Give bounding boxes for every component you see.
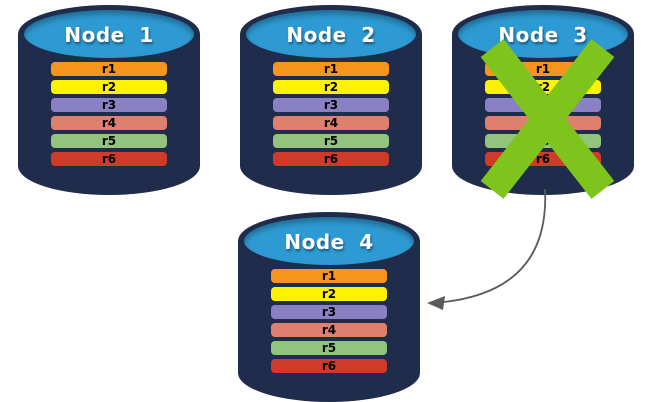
record-bar-r1: r1 — [273, 62, 389, 76]
record-bar-r1: r1 — [51, 62, 167, 76]
record-label: r4 — [323, 116, 339, 130]
record-bar-r1: r1 — [271, 269, 387, 283]
record-label: r6 — [101, 152, 117, 166]
failure-x-icon — [480, 39, 614, 199]
failover-arrowhead-icon — [427, 296, 445, 310]
record-label: r5 — [101, 134, 117, 148]
record-label: r2 — [101, 80, 117, 94]
record-label: r5 — [321, 341, 337, 355]
record-label: r2 — [323, 80, 339, 94]
record-label: r3 — [323, 98, 339, 112]
db-node-2: Node 2 r1 r2 r3 r4 r5 r6 — [240, 5, 422, 195]
record-bar-r2: r2 — [273, 80, 389, 94]
record-bar-r3: r3 — [51, 98, 167, 112]
db-node-1: Node 1 r1 r2 r3 r4 r5 r6 — [18, 5, 200, 195]
record-bar-r5: r5 — [273, 134, 389, 148]
node-1-label: Node 1 — [64, 23, 154, 47]
record-label: r1 — [535, 62, 551, 76]
record-bar-r5: r5 — [271, 341, 387, 355]
record-bar-r3: r3 — [271, 305, 387, 319]
record-label: r3 — [321, 305, 337, 319]
record-list: r1 r2 r3 r4 r5 r6 — [51, 62, 167, 166]
record-bar-r6: r6 — [273, 152, 389, 166]
record-label: r6 — [323, 152, 339, 166]
record-bar-r3: r3 — [273, 98, 389, 112]
record-label: r1 — [101, 62, 117, 76]
record-bar-r4: r4 — [51, 116, 167, 130]
db-node-3: Node 3 r1 r2 r3 r4 r5 r6 — [452, 5, 634, 199]
node-2-label: Node 2 — [286, 23, 376, 47]
record-label: r1 — [323, 62, 339, 76]
record-label: r1 — [321, 269, 337, 283]
record-label: r4 — [101, 116, 117, 130]
record-label: r3 — [101, 98, 117, 112]
db-node-4: Node 4 r1 r2 r3 r4 r5 r6 — [238, 212, 420, 402]
record-bar-r2: r2 — [51, 80, 167, 94]
record-bar-r6: r6 — [271, 359, 387, 373]
record-label: r5 — [323, 134, 339, 148]
failover-arrow-curve — [443, 188, 547, 303]
cylinder-top-face — [246, 10, 416, 58]
cylinder-top-face — [244, 217, 414, 265]
record-bar-r4: r4 — [271, 323, 387, 337]
record-bar-r5: r5 — [51, 134, 167, 148]
node-4-label: Node 4 — [284, 230, 374, 254]
record-bar-r6: r6 — [51, 152, 167, 166]
record-label: r6 — [535, 152, 551, 166]
record-list: r1 r2 r3 r4 r5 r6 — [271, 269, 387, 373]
record-bar-r4: r4 — [273, 116, 389, 130]
record-bar-r2: r2 — [271, 287, 387, 301]
record-label: r6 — [321, 359, 337, 373]
cylinder-top-face — [24, 10, 194, 58]
record-label: r2 — [321, 287, 337, 301]
record-label: r4 — [321, 323, 337, 337]
record-list: r1 r2 r3 r4 r5 r6 — [273, 62, 389, 166]
node-3-label: Node 3 — [498, 23, 588, 47]
